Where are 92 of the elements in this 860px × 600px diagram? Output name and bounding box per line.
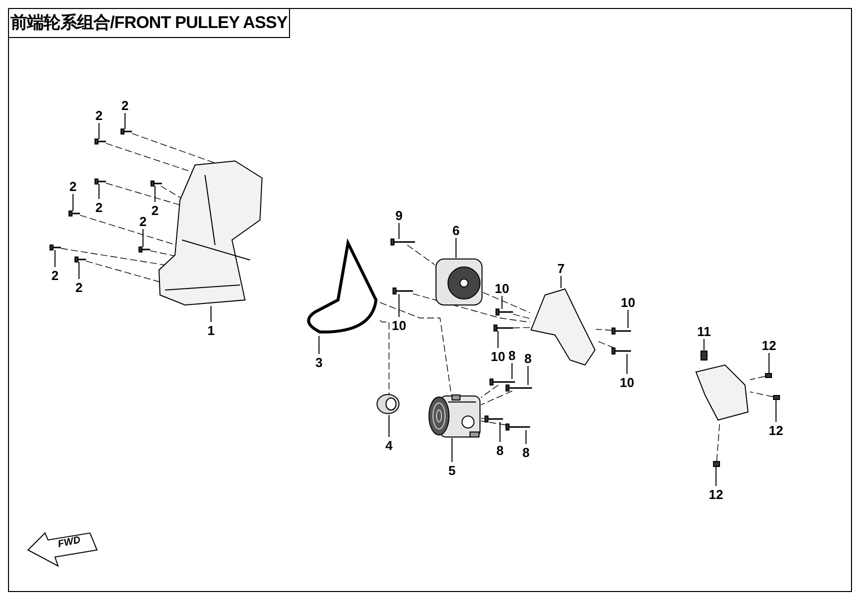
- callout-number: 11: [694, 323, 714, 339]
- assembly-line: [596, 328, 612, 331]
- leader-line: [98, 184, 100, 200]
- callout-number: 3: [309, 354, 329, 370]
- callout-number: 12: [766, 422, 786, 438]
- callout-number: 10: [488, 348, 508, 364]
- bolt-drawing: [121, 129, 132, 134]
- bolt-drawing: [496, 309, 513, 315]
- callout-number: 6: [446, 222, 466, 238]
- assembly-line: [750, 392, 774, 398]
- idler-pulley-drawing: [376, 394, 402, 415]
- leader-line: [124, 112, 126, 130]
- leader-line: [626, 354, 628, 374]
- callout-number: 4: [379, 437, 399, 453]
- callout-number: 2: [63, 178, 83, 194]
- bolt-drawing: [612, 328, 631, 334]
- bolt-drawing: [75, 257, 86, 262]
- assembly-line: [132, 133, 216, 164]
- bolt-drawing: [612, 348, 631, 354]
- bolt-drawing: [139, 247, 150, 252]
- assembly-line: [716, 422, 720, 462]
- assembly-line: [86, 260, 160, 282]
- callout-number: 2: [69, 279, 89, 295]
- nut: [773, 395, 780, 400]
- leader-line: [78, 262, 80, 280]
- assembly-line: [480, 384, 499, 398]
- assembly-line: [380, 302, 452, 396]
- bolt-drawing: [485, 416, 503, 422]
- callout-number: 9: [389, 207, 409, 223]
- assembly-line: [480, 390, 513, 406]
- assembly-line: [160, 186, 182, 198]
- bolt-drawing: [490, 379, 515, 385]
- callout-number: 2: [89, 199, 109, 215]
- leader-line: [54, 250, 56, 268]
- assembly-line: [512, 314, 530, 319]
- bolt-drawing: [95, 179, 106, 184]
- assembly-line: [380, 320, 390, 394]
- callout-number: 1: [201, 322, 221, 338]
- leader-line: [210, 306, 212, 322]
- direction-label: FWD: [57, 536, 82, 550]
- leader-line: [98, 122, 100, 140]
- assembly-line: [512, 327, 530, 328]
- bolt-drawing: [506, 385, 532, 391]
- assembly-line: [412, 293, 530, 323]
- timing-cover-drawing: [158, 160, 263, 306]
- assembly-line: [60, 248, 166, 266]
- belt-guard-drawing: [695, 350, 750, 422]
- assembly-line: [750, 376, 766, 380]
- assembly-line: [106, 182, 180, 206]
- assembly-line: [480, 418, 486, 419]
- leader-line: [72, 194, 74, 212]
- title-box: 前端轮系组合/FRONT PULLEY ASSY: [8, 8, 290, 38]
- leader-line: [154, 186, 156, 202]
- assembly-line: [150, 250, 176, 256]
- callout-number: 2: [89, 107, 109, 123]
- assembly-line: [406, 244, 436, 266]
- alternator-drawing: [435, 258, 483, 306]
- leader-line: [388, 414, 390, 438]
- callout-number: 10: [618, 294, 638, 310]
- assembly-line: [480, 420, 506, 426]
- bolt-drawing: [391, 239, 415, 245]
- bolt-drawing: [95, 139, 106, 144]
- bolt-drawing: [69, 211, 80, 216]
- leader-line: [768, 352, 770, 374]
- callout-number: 8: [516, 444, 536, 460]
- callout-number: 10: [617, 374, 637, 390]
- nut: [713, 461, 720, 467]
- mounting-bracket-drawing: [530, 288, 596, 366]
- nut: [765, 373, 772, 378]
- leader-line: [560, 276, 562, 288]
- bolt-drawing: [506, 424, 530, 430]
- callout-number: 10: [492, 280, 512, 296]
- assembly-line: [596, 340, 615, 348]
- callout-number: 12: [706, 486, 726, 502]
- assembly-line: [482, 292, 530, 314]
- callout-number: 5: [442, 462, 462, 478]
- leader-line: [398, 294, 400, 318]
- callout-number: 8: [490, 442, 510, 458]
- bolt-drawing: [50, 245, 61, 250]
- callout-number: 2: [45, 267, 65, 283]
- bolt-drawing: [494, 325, 513, 331]
- bolt-drawing: [393, 288, 413, 294]
- leader-line: [318, 336, 320, 354]
- leader-line: [398, 222, 400, 240]
- compressor-drawing: [428, 395, 481, 438]
- bolt-drawing: [151, 181, 162, 186]
- callout-number: 10: [389, 317, 409, 333]
- callout-number: 7: [551, 260, 571, 276]
- callout-number: 12: [759, 337, 779, 353]
- callout-number: 2: [115, 97, 135, 113]
- leader-line: [142, 228, 144, 248]
- callout-number: 8: [518, 350, 538, 366]
